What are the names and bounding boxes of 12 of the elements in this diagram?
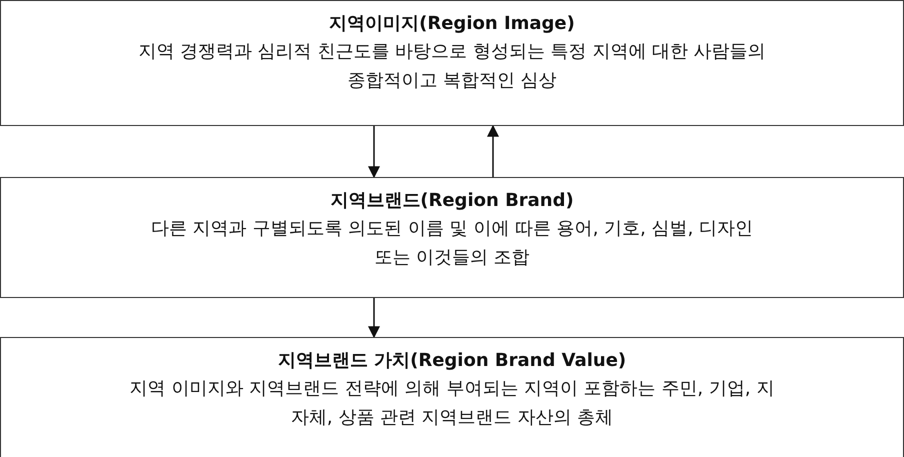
arrow: [368, 126, 380, 178]
arrow: [487, 124, 499, 177]
box-heading: 지역브랜드(Region Brand): [330, 189, 574, 213]
box-heading: 지역이미지(Region Image): [329, 12, 575, 36]
box-description: 지역 이미지와 지역브랜드 전략에 의해 부여되는 지역이 포함하는 주민, 기업, 지자체, 상품 관련 지역브랜드 자산의 총체: [128, 377, 776, 430]
content-box: [0, 177, 904, 298]
content-box: [0, 0, 904, 126]
arrow: [368, 298, 380, 338]
box-description: 다른 지역과 구별되도록 의도된 이름 및 이에 따른 용어, 기호, 심벌, 디자인 또는 이것들의 조합: [150, 217, 754, 270]
content-box: [0, 337, 904, 457]
box-description: 지역 경쟁력과 심리적 친근도를 바탕으로 형성되는 특정 지역에 대한 사람들의 종합적이고 복합적인 심상: [137, 40, 767, 93]
box-heading: 지역브랜드 가치(Region Brand Value): [278, 349, 626, 373]
